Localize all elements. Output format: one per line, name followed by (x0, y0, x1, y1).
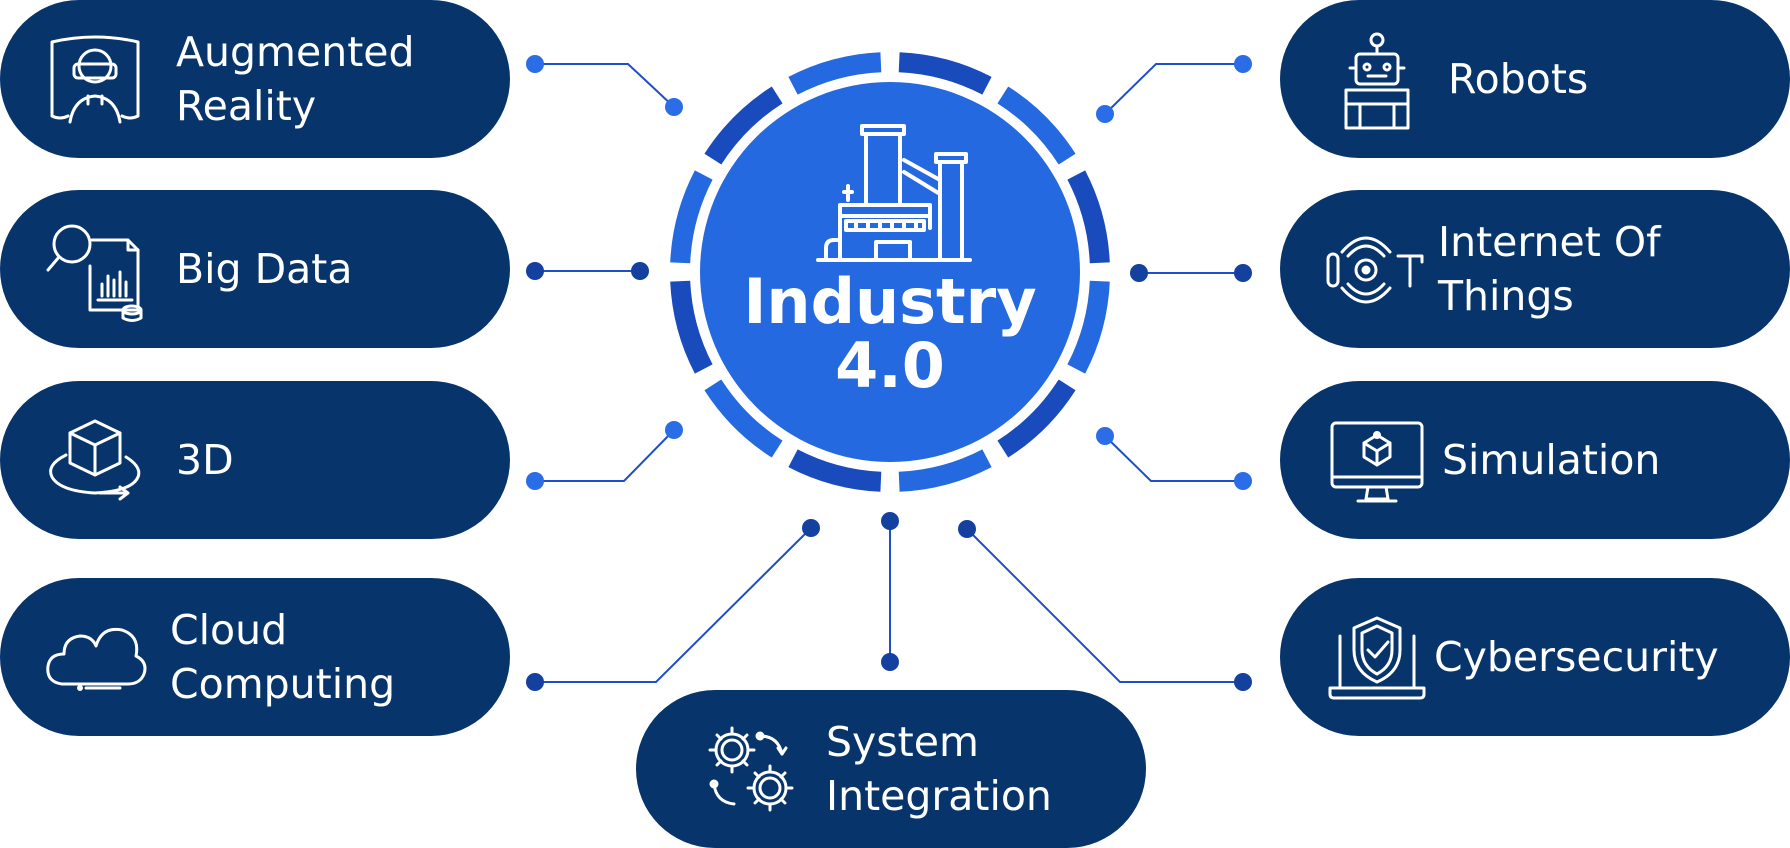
connector-dot (1234, 673, 1252, 691)
iot-icon (1316, 190, 1438, 348)
connector-dot (631, 262, 649, 280)
pill-label-line2: Computing (170, 660, 396, 708)
connector-dot (526, 55, 544, 73)
pill-label: System Integration (826, 690, 1052, 848)
ring-segment (788, 52, 882, 95)
hub-title-line1: Industry (743, 265, 1037, 338)
pill-label-line1: Big Data (176, 245, 353, 293)
connector-dot (958, 520, 976, 538)
pill-label-line2: Reality (176, 82, 317, 130)
connector-cybersecurity (966, 528, 1243, 683)
3d-cube-rotate-icon (34, 381, 156, 539)
connector-dot (526, 472, 544, 490)
ring-segment (997, 379, 1076, 458)
connector-lines (535, 63, 1243, 683)
ring-segment (704, 379, 783, 458)
pill-label: Big Data (176, 190, 352, 348)
pill-label-line1: Internet Of (1438, 218, 1661, 266)
connector-simulation (1104, 435, 1243, 482)
pill-3d[interactable]: 3D (0, 381, 510, 539)
connector-3d (535, 429, 675, 482)
pill-label: Robots (1448, 0, 1588, 158)
ring-segment (704, 86, 783, 165)
connector-dot (881, 512, 899, 530)
pill-label-line2: Integration (826, 772, 1052, 820)
connector-dot (665, 421, 683, 439)
pill-augmented-reality[interactable]: Augmented Reality (0, 0, 510, 158)
pill-label-line1: Cybersecurity (1434, 633, 1719, 681)
ring-segment (997, 86, 1076, 165)
pill-label-line1: Cloud (170, 606, 288, 654)
connector-dot (1096, 105, 1114, 123)
connector-dot (1096, 427, 1114, 445)
robot-icon (1316, 0, 1438, 158)
ring-segment (1067, 170, 1110, 264)
hub-ring-segments (670, 52, 1110, 492)
pill-label-line1: 3D (176, 436, 234, 484)
monitor-network-icon (1316, 381, 1438, 539)
ring-segment (670, 170, 713, 264)
cloud-icon (34, 578, 156, 736)
pill-label-line1: Augmented (176, 28, 415, 76)
connector-dot (1234, 472, 1252, 490)
pill-internet-of-things[interactable]: Internet Of Things (1280, 190, 1790, 348)
vr-headset-person-icon (34, 0, 156, 158)
pill-cloud-computing[interactable]: Cloud Computing (0, 578, 510, 736)
pill-system-integration[interactable]: System Integration (636, 690, 1146, 848)
pill-label: Simulation (1442, 381, 1660, 539)
ring-segment (898, 449, 992, 492)
pill-cybersecurity[interactable]: Cybersecurity (1280, 578, 1790, 736)
ring-segment (670, 280, 713, 374)
pill-label-line1: Robots (1448, 55, 1589, 103)
pill-label: Cloud Computing (170, 578, 395, 736)
pill-label-line1: Simulation (1442, 436, 1661, 484)
pill-label: Internet Of Things (1438, 190, 1661, 348)
connector-dot (526, 262, 544, 280)
connector-dots (526, 55, 1252, 691)
connector-dot (665, 98, 683, 116)
pill-label: 3D (176, 381, 234, 539)
pill-simulation[interactable]: Simulation (1280, 381, 1790, 539)
pill-big-data[interactable]: Big Data (0, 190, 510, 348)
ring-segment (788, 449, 882, 492)
connector-dot (526, 673, 544, 691)
pill-robots[interactable]: Robots (1280, 0, 1790, 158)
connector-dot (881, 653, 899, 671)
connector-dot (1130, 264, 1148, 282)
gears-icon (692, 690, 814, 848)
ring-segment (898, 52, 992, 95)
connector-robots (1104, 63, 1243, 115)
hub-circle (700, 82, 1080, 462)
ring-segment (1067, 280, 1110, 374)
factory-icon (816, 124, 972, 262)
pill-label: Cybersecurity (1434, 578, 1719, 736)
pill-label: Augmented Reality (176, 0, 415, 158)
hub-title-line2: 4.0 (835, 329, 945, 402)
connector-augmented-reality (535, 63, 675, 108)
connector-dot (1234, 55, 1252, 73)
pill-label-line1: System (826, 718, 979, 766)
shield-laptop-icon (1316, 578, 1438, 736)
data-analytics-icon (34, 190, 156, 348)
connector-dot (802, 519, 820, 537)
connector-cloud-computing (535, 527, 812, 683)
pill-label-line2: Things (1438, 272, 1574, 320)
connector-dot (1234, 264, 1252, 282)
